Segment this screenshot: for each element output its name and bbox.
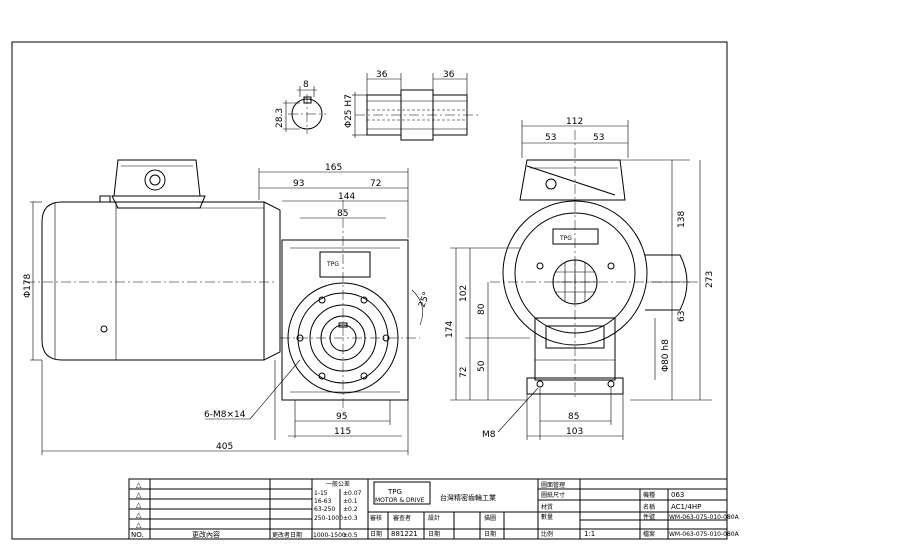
material-label: 材質 [541, 503, 553, 511]
dim-holes: 6-M8×14 [204, 410, 246, 420]
check-label: 審查者 [393, 514, 411, 522]
dim-63: 63 [677, 311, 687, 322]
draw-label: 描圖 [484, 514, 496, 522]
dim-side-112: 112 [566, 117, 583, 127]
tol-val-4: ±0.3 [343, 515, 358, 522]
gearbox-logo: TPG [326, 261, 339, 268]
dim-93: 93 [293, 179, 304, 189]
dim-72: 72 [370, 179, 381, 189]
dim-50: 50 [477, 360, 487, 372]
dim-m8: M8 [482, 430, 496, 440]
file-label: 檔案 [643, 530, 655, 538]
dim-273: 273 [705, 271, 715, 288]
dim-115: 115 [334, 427, 351, 437]
tol-range-4: 250-1000 [314, 515, 343, 522]
keyway-detail: 8 28.3 [275, 80, 326, 134]
side-view: TPG 112 53 53 174 102 80 50 72 [445, 117, 715, 440]
col-date: 更改者日期 [272, 531, 302, 539]
shaft-detail: 36 36 Φ25 H7 [344, 70, 480, 141]
key-width-label: 8 [303, 80, 309, 90]
code-mgmt-label: 圖面管理 [541, 481, 565, 489]
dim-side-103: 103 [566, 427, 583, 437]
dim-144: 144 [338, 192, 355, 202]
draw-date-label: 日期 [428, 530, 440, 538]
dim-138: 138 [677, 211, 687, 228]
tol-val-2: ±0.1 [343, 498, 358, 505]
tol-range-1: 1-15 [314, 490, 328, 497]
rev-symbol-4: △ [136, 511, 142, 519]
front-view: TPG 165 93 72 144 85 Φ178 25° [23, 159, 432, 455]
scale-label: 比例 [541, 530, 553, 538]
approve-label: 審核 [370, 514, 382, 522]
dim-motor-diameter: Φ178 [23, 273, 33, 298]
dim-side-53b: 53 [593, 133, 604, 143]
date-label: 日期 [370, 530, 382, 538]
draw-date-label-2: 日期 [484, 530, 496, 538]
key-height-label: 28.3 [275, 108, 285, 128]
model-value: 063 [671, 491, 684, 499]
shaft-left-length: 36 [376, 70, 388, 80]
side-logo: TPG [559, 235, 572, 242]
col-content: 更改內容 [192, 530, 220, 539]
part-value: WM-063-075-010-080A [669, 514, 740, 521]
col-no: NO. [131, 531, 144, 539]
sheet-size-label: 圖紙尺寸 [541, 491, 565, 499]
rev-symbol-1: △ [136, 481, 142, 489]
shaft-diameter-label: Φ25 H7 [344, 94, 354, 128]
tol-range-2: 16-63 [314, 498, 332, 505]
dim-side-85: 85 [568, 412, 579, 422]
dim-72-side: 72 [459, 367, 469, 378]
drawing-border [11, 41, 728, 540]
file-value: WM-063-075-010-080A [669, 531, 740, 538]
dim-102: 102 [459, 285, 469, 302]
tolerance-header: 一般公差 [326, 480, 350, 488]
dim-side-53a: 53 [545, 133, 556, 143]
name-label: 名稱 [643, 503, 655, 511]
title-block: △ △ △ △ △ NO. 更改內容 更改者日期 一般公差 1-15 ±0.07… [128, 478, 740, 540]
dim-405: 405 [216, 442, 233, 452]
tol-range-3: 63-250 [314, 506, 335, 513]
dim-80: 80 [477, 303, 487, 315]
rev-symbol-3: △ [136, 501, 142, 509]
title-logo: TPG [387, 488, 402, 496]
name-value: AC1/4HP [671, 503, 701, 511]
rev-symbol-5: △ [136, 521, 142, 529]
date-value: 881221 [391, 530, 418, 538]
quantity-label: 數量 [541, 513, 553, 521]
tol-range-5: 1000-1500 [313, 532, 346, 539]
dim-flange: Φ80 h8 [661, 339, 671, 372]
design-label: 設計 [428, 514, 440, 522]
shaft-right-length: 36 [443, 70, 455, 80]
tol-val-1: ±0.07 [343, 490, 362, 497]
title-logo-sub: MOTOR & DRIVE [375, 497, 425, 504]
model-label: 機種 [643, 491, 655, 499]
dim-95: 95 [336, 412, 347, 422]
part-label: 件號 [643, 513, 655, 521]
scale-value: 1:1 [584, 530, 595, 538]
dim-85-top: 85 [337, 209, 348, 219]
dim-174: 174 [445, 321, 455, 338]
tol-val-5: ±0.5 [343, 532, 358, 539]
rev-symbol-2: △ [136, 491, 142, 499]
dim-overall-width: 165 [325, 163, 342, 173]
tol-val-3: ±0.2 [343, 506, 358, 513]
company-name: 台灣精密齒輪工業 [440, 493, 496, 502]
